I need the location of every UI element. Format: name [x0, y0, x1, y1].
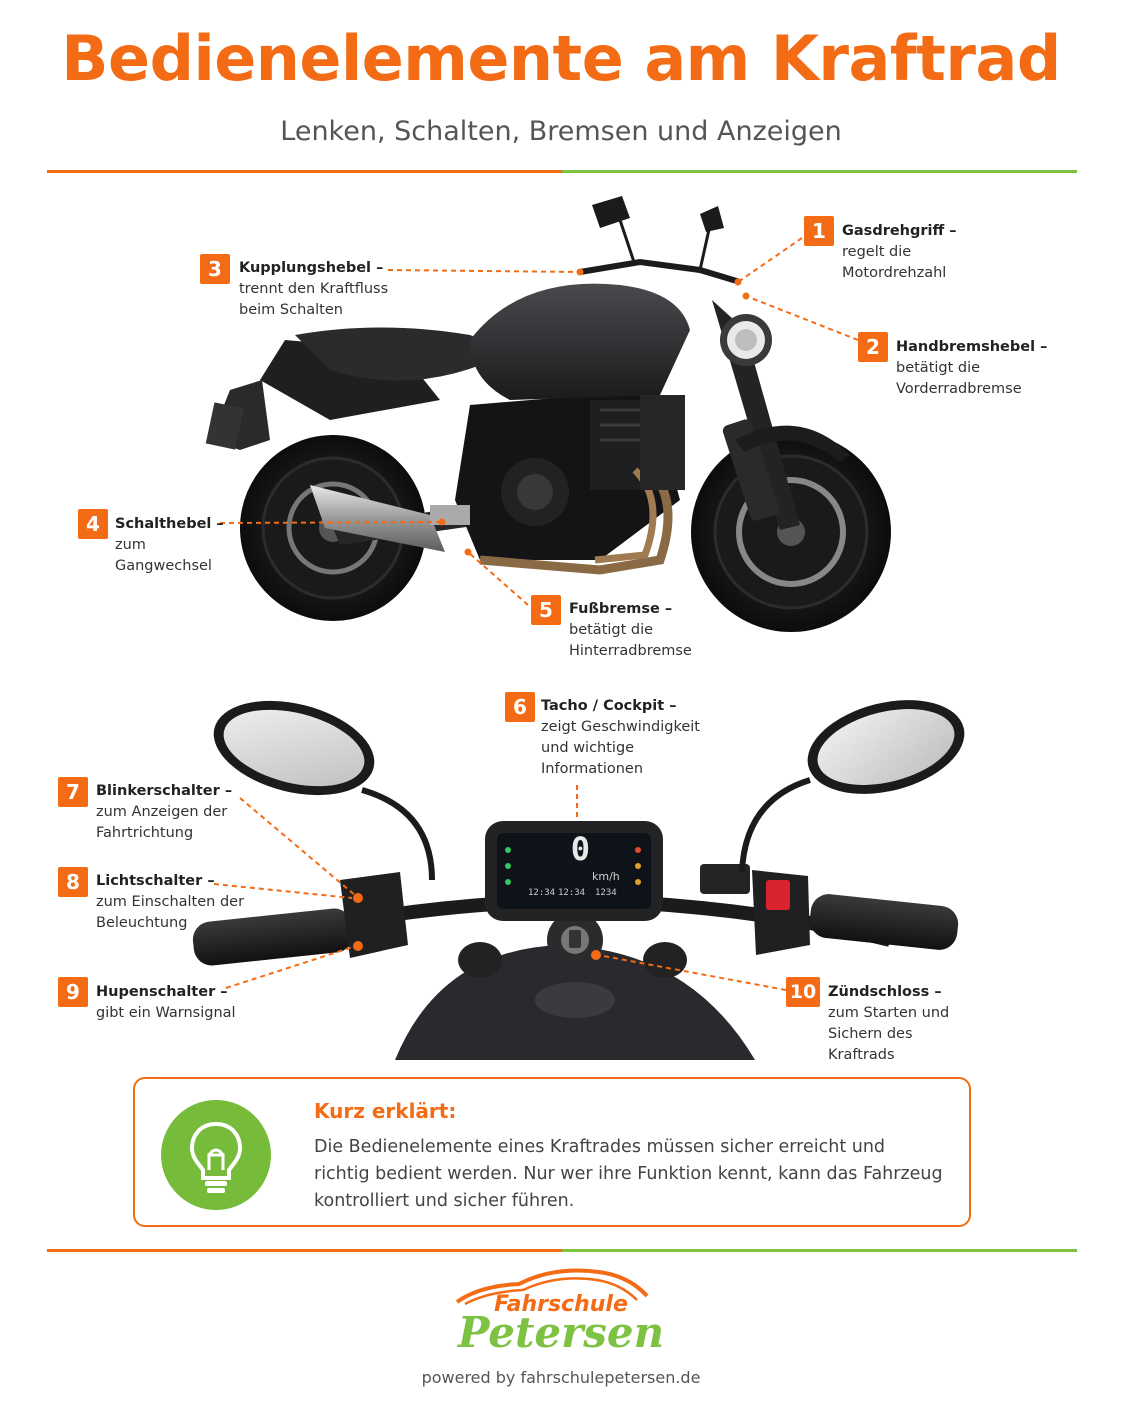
callout-title: Blinkerschalter –: [96, 783, 233, 799]
callout-clutch-lever: Kupplungshebel – trennt den Kraftfluss b…: [239, 258, 388, 321]
callout-line: zum Anzeigen der: [96, 804, 228, 820]
footer-divider: [47, 1249, 1077, 1252]
callout-line: Informationen: [541, 761, 644, 777]
cockpit-clock: 12:34: [528, 888, 555, 898]
handlebar-view: 0 km/h 12:34 12:34 1234: [192, 700, 965, 1060]
callout-horn-switch: Hupenschalter – gibt ein Warnsignal: [96, 982, 236, 1024]
callout-line: Sichern des: [828, 1026, 913, 1042]
callout-badge-4: 4: [78, 509, 108, 539]
info-title: Kurz erklärt:: [314, 1099, 457, 1123]
callout-line: beim Schalten: [239, 302, 343, 318]
callout-badge-9: 9: [58, 977, 88, 1007]
callout-line: Gangwechsel: [115, 558, 212, 574]
callout-ignition-lock: Zündschloss – zum Starten und Sichern de…: [828, 982, 949, 1066]
callout-badge-6: 6: [505, 692, 535, 722]
callout-line: zum Starten und: [828, 1005, 950, 1021]
callout-title: Hupenschalter –: [96, 984, 228, 1000]
cockpit-trip: 12:34: [558, 888, 585, 898]
callout-line: Motordrehzahl: [842, 265, 947, 281]
callout-title: Handbremshebel –: [896, 339, 1048, 355]
cockpit-speed: 0: [571, 830, 590, 868]
page-title: Bedienelemente am Kraftrad: [61, 22, 1061, 95]
callout-throttle: Gasdrehgriff – regelt die Motordrehzahl: [842, 221, 957, 284]
leader-lines: [213, 237, 859, 991]
callout-badge-2: 2: [858, 332, 888, 362]
callout-speedometer: Tacho / Cockpit – zeigt Geschwindigkeit …: [541, 696, 700, 780]
callout-badge-7: 7: [58, 777, 88, 807]
callout-badge-10: 10: [786, 977, 820, 1007]
callout-title: Zündschloss –: [828, 984, 942, 1000]
callout-title: Lichtschalter –: [96, 873, 215, 889]
callout-line: und wichtige: [541, 740, 635, 756]
logo-text-top: Fahrschule: [494, 1292, 628, 1317]
callout-badge-3: 3: [200, 254, 230, 284]
callout-shift-lever: Schalthebel – zum Gangwechsel: [115, 514, 224, 577]
callout-line: regelt die: [842, 244, 912, 260]
callout-line: betätigt die: [896, 360, 981, 376]
cockpit-odometer: 1234: [595, 888, 617, 898]
info-box: Kurz erklärt: Die Bedienelemente eines K…: [133, 1077, 971, 1227]
callout-title: Tacho / Cockpit –: [541, 698, 677, 714]
logo-text-main: Petersen: [457, 1308, 665, 1357]
callout-line: Fahrtrichtung: [96, 825, 194, 841]
callout-line: zum Einschalten der: [96, 894, 245, 910]
callout-line: betätigt die: [569, 622, 654, 638]
callout-line: gibt ein Warnsignal: [96, 1005, 236, 1021]
page-subtitle: Lenken, Schalten, Bremsen und Anzeigen: [280, 116, 842, 147]
callout-turn-signal-switch: Blinkerschalter – zum Anzeigen der Fahrt…: [96, 781, 232, 844]
callout-title: Kupplungshebel –: [239, 260, 384, 276]
callout-line: Hinterradbremse: [569, 643, 692, 659]
callout-line: zeigt Geschwindigkeit: [541, 719, 700, 735]
callout-front-brake-lever: Handbremshebel – betätigt die Vorderradb…: [896, 337, 1047, 400]
callout-line: Kraftrads: [828, 1047, 895, 1063]
cockpit-unit: km/h: [592, 870, 620, 883]
callout-title: Fußbremse –: [569, 601, 673, 617]
header-divider: [47, 170, 1077, 173]
callout-badge-1: 1: [804, 216, 834, 246]
callout-line: Beleuchtung: [96, 915, 188, 931]
callout-foot-brake: Fußbremse – betätigt die Hinterradbremse: [569, 599, 692, 662]
motorcycle-side-view: [205, 196, 891, 632]
callout-light-switch: Lichtschalter – zum Einschalten der Bele…: [96, 871, 244, 934]
lightbulb-icon: [161, 1100, 271, 1210]
leader-dots: [438, 268, 750, 556]
callout-line: trennt den Kraftfluss: [239, 281, 389, 297]
callout-line: Vorderradbremse: [896, 381, 1022, 397]
powered-by-link[interactable]: powered by fahrschulepetersen.de: [421, 1368, 701, 1387]
callout-title: Gasdrehgriff –: [842, 223, 957, 239]
info-text: Die Bedienelemente eines Kraftrades müss…: [314, 1137, 943, 1211]
callout-badge-5: 5: [531, 595, 561, 625]
callout-badge-8: 8: [58, 867, 88, 897]
car-silhouette-icon: [455, 1268, 649, 1306]
callout-line: zum: [115, 537, 146, 553]
callout-title: Schalthebel –: [115, 516, 224, 532]
